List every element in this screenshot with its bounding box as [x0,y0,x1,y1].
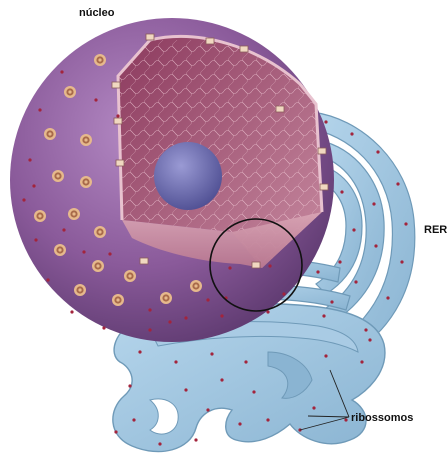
nucleolus [154,142,222,210]
nucleus-label: núcleo [79,7,114,19]
rer-label: RER [424,224,447,236]
ribosomes-label: ribossomos [351,412,413,424]
